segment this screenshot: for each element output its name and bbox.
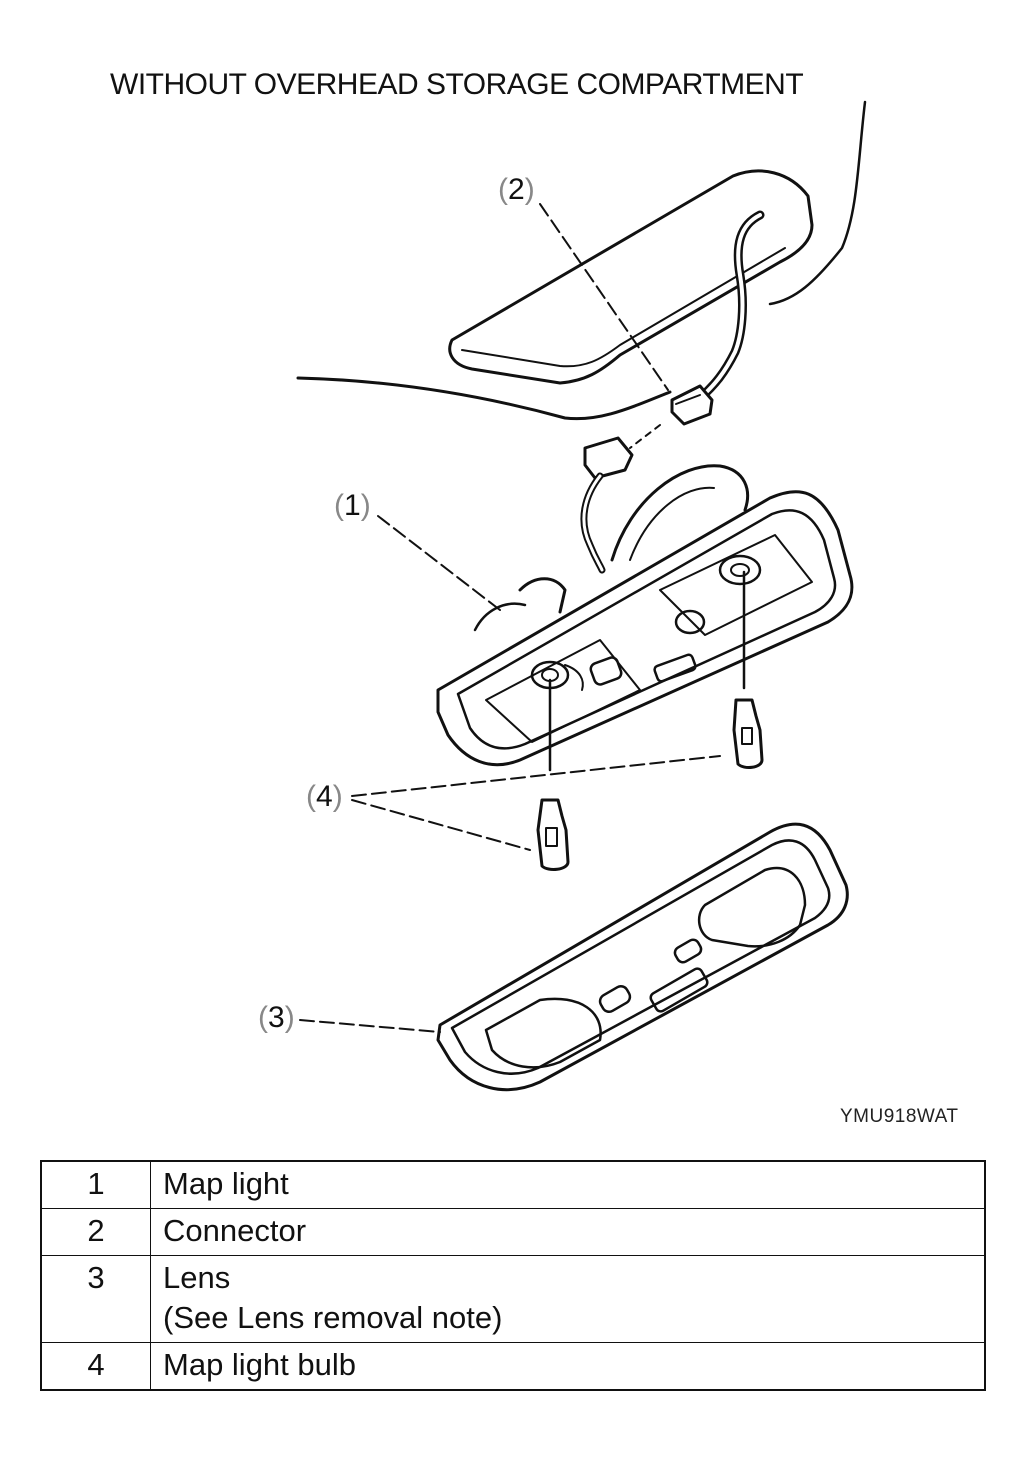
connector-lower xyxy=(580,436,634,574)
legend-row: 3 Lens (See Lens removal note) xyxy=(40,1255,986,1343)
roof-mount-panel xyxy=(448,169,814,385)
parts-legend-table: 1 Map light 2 Connector 3 Lens (See Lens… xyxy=(40,1160,986,1391)
callout-4-leader-b xyxy=(351,799,531,851)
legend-row: 1 Map light xyxy=(40,1160,986,1209)
lens-cover xyxy=(436,822,849,1092)
heading-leader-line xyxy=(768,100,867,306)
map-light-housing xyxy=(436,464,854,767)
figure-code: YMU918WAT xyxy=(840,1106,959,1127)
callout-2-leader xyxy=(539,203,669,391)
legend-number: 4 xyxy=(40,1342,151,1391)
legend-number: 1 xyxy=(40,1160,151,1209)
connector-upper xyxy=(670,384,714,426)
legend-row: 4 Map light bulb xyxy=(40,1342,986,1391)
map-light-exploded-diagram xyxy=(296,100,867,1092)
legend-description: Connector xyxy=(150,1208,986,1256)
legend-row: 2 Connector xyxy=(40,1208,986,1256)
callout-1-leader xyxy=(377,515,501,611)
legend-number: 2 xyxy=(40,1208,151,1256)
diagram-heading: WITHOUT OVERHEAD STORAGE COMPARTMENT xyxy=(110,68,804,101)
map-light-bulb-right xyxy=(732,698,764,769)
headliner-outline xyxy=(296,376,672,421)
callout-1: (1) xyxy=(334,489,371,522)
legend-number: 3 xyxy=(40,1255,151,1343)
legend-note: (See Lens removal note) xyxy=(163,1300,503,1335)
legend-description: Map light bulb xyxy=(150,1342,986,1391)
callout-4-leader-a xyxy=(351,755,721,797)
legend-description: Map light xyxy=(150,1160,986,1209)
legend-description: Lens (See Lens removal note) xyxy=(150,1255,986,1343)
callout-3: (3) xyxy=(258,1001,295,1034)
map-light-bulb-left xyxy=(536,798,570,871)
callout-2: (2) xyxy=(498,173,535,206)
callout-4: (4) xyxy=(306,780,343,813)
callout-3-leader xyxy=(299,1019,441,1033)
